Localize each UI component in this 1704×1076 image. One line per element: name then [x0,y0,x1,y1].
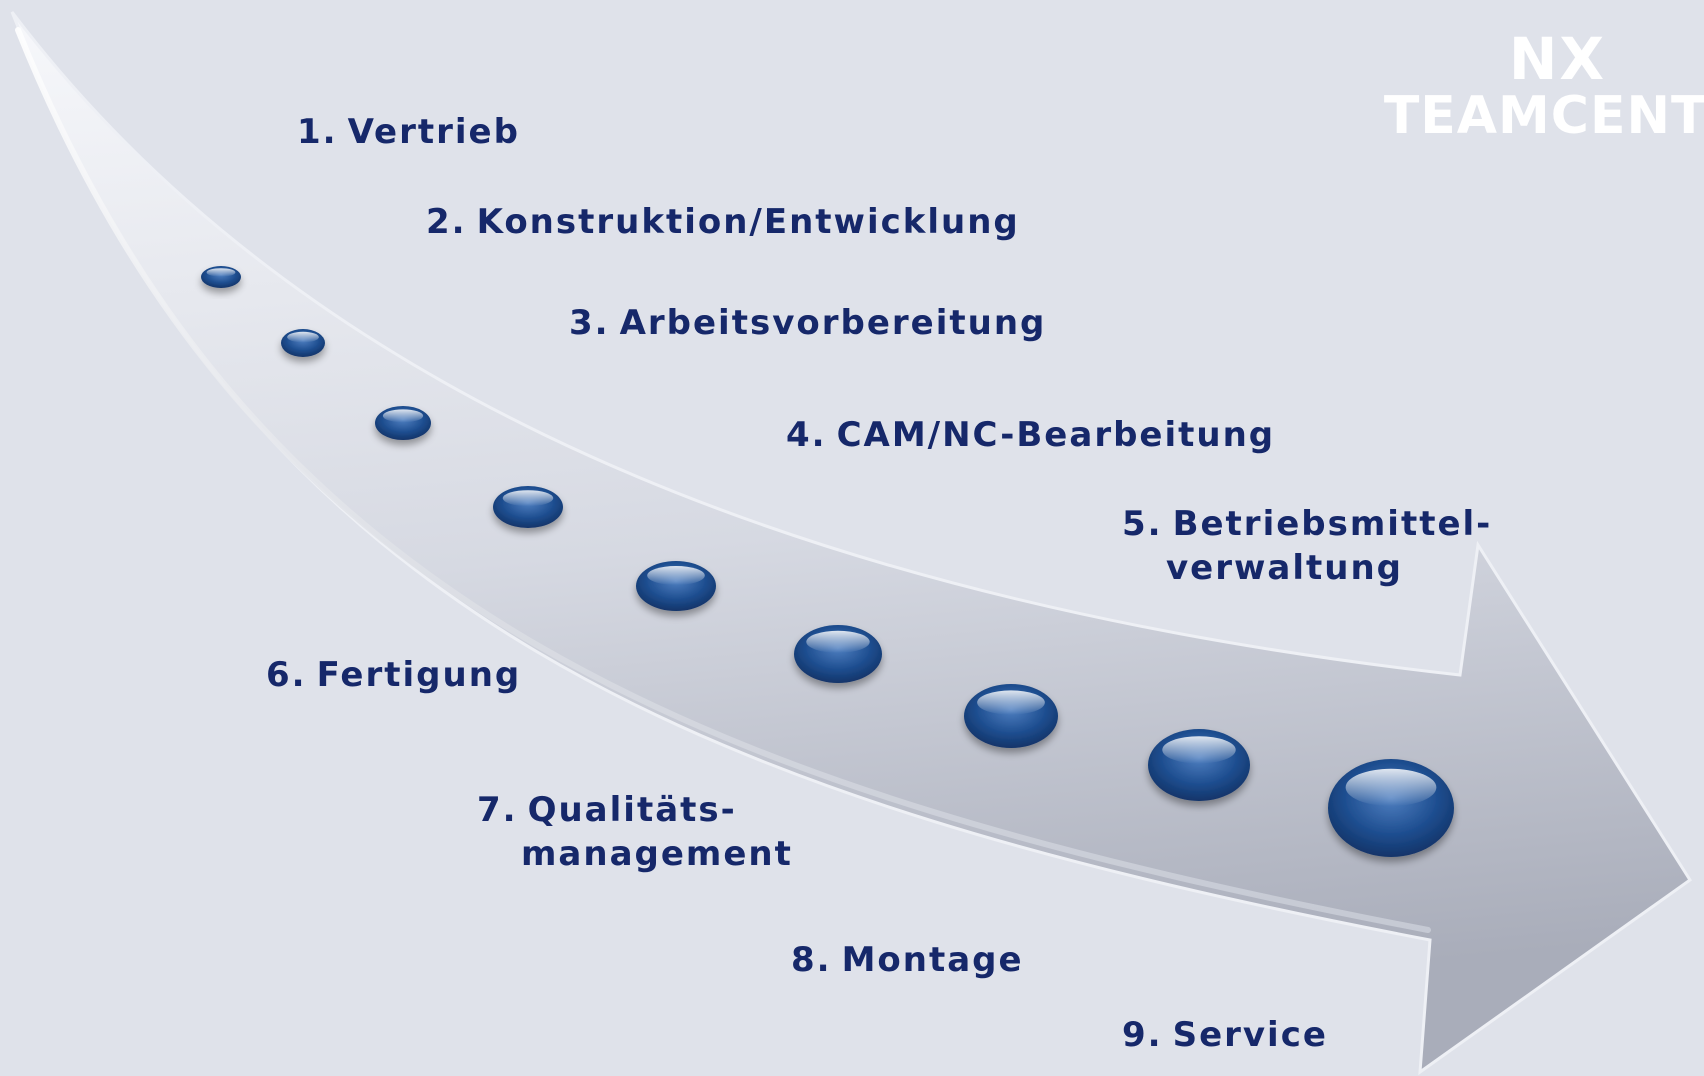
step-label-continued: verwaltung [1166,548,1403,588]
droplet-7 [964,684,1058,748]
step-2: 2.Konstruktion/Entwicklung [426,200,1020,244]
step-label: Montage [841,940,1024,980]
step-label: CAM/NC-Bearbeitung [836,415,1276,455]
droplet-3 [375,406,431,440]
step-number: 8. [791,940,832,980]
step-number: 4. [786,415,827,455]
step-label: Service [1172,1015,1328,1055]
droplet-5 [636,561,716,611]
droplet-highlight [647,566,705,585]
droplet-highlight [287,331,319,343]
droplet-8 [1148,729,1250,801]
step-label: Vertrieb [347,112,520,152]
step-number: 2. [426,202,467,242]
step-number: 3. [569,303,610,343]
droplet-highlight [977,690,1045,715]
droplet-9 [1328,759,1454,857]
logo-line-1: NX [1508,25,1607,93]
droplet-4 [493,486,563,528]
step-1: 1.Vertrieb [297,110,520,154]
step-label: Arbeitsvorbereitung [619,303,1047,343]
step-number: 1. [297,112,338,152]
logo: NX TEAMCENTE [1384,30,1704,142]
droplet-group [201,266,1454,857]
step-label: Qualitäts- [527,790,737,830]
step-3: 3.Arbeitsvorbereitung [569,301,1046,345]
step-5: 5.Betriebsmittel- verwaltung [1122,502,1492,590]
step-8: 8.Montage [791,938,1024,982]
droplet-highlight [502,490,554,507]
droplet-highlight [1345,768,1437,807]
step-label: Konstruktion/Entwicklung [476,202,1020,242]
droplet-highlight [1162,736,1236,764]
droplet-highlight [806,630,870,653]
step-label-continued: management [521,834,793,874]
step-number: 6. [266,655,307,695]
droplet-highlight [382,409,424,423]
step-7: 7.Qualitäts- management [477,788,793,876]
step-label: Betriebsmittel- [1172,504,1493,544]
arrow-edge-highlight [15,27,1431,933]
droplet-highlight [206,268,236,277]
logo-line-2: TEAMCENTE [1383,86,1704,146]
step-9: 9.Service [1122,1013,1328,1057]
step-number: 7. [477,790,518,830]
step-number: 9. [1122,1015,1163,1055]
droplet-2 [281,329,325,357]
step-6: 6.Fertigung [266,653,521,697]
step-4: 4.CAM/NC-Bearbeitung [786,413,1275,457]
droplet-1 [201,266,241,288]
step-number: 5. [1122,504,1163,544]
droplet-6 [794,625,882,683]
step-label: Fertigung [316,655,522,695]
